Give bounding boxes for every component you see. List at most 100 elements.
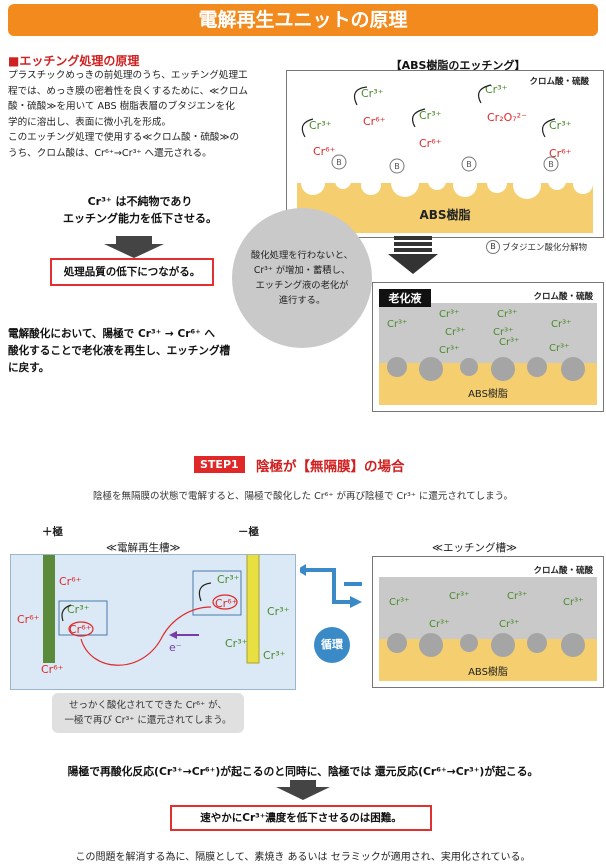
aging-line: エッチング液の老化が xyxy=(255,280,349,291)
cathode-label: －極 xyxy=(238,526,259,538)
b-marker: B xyxy=(336,158,342,167)
step-description: 陰極を無隔膜の状態で電解すると、陽極で酸化した Cr⁶⁺ が再び陰極で Cr³⁺… xyxy=(92,491,514,502)
cr3-ion: Cr³⁺ xyxy=(499,337,519,348)
cr3-ion: Cr³⁺ xyxy=(361,87,384,100)
cr3-ion: Cr³⁺ xyxy=(225,637,248,650)
resin-label: ABS樹脂 xyxy=(468,665,508,678)
electrolysis-cell: Cr⁶⁺ Cr³⁺ Cr⁶⁺ Cr⁶⁺ Cr⁶⁺ Cr³⁺ Cr⁶⁺ Cr³⁺ … xyxy=(10,538,296,690)
b-marker-icon: B xyxy=(486,240,500,254)
aged-liquid-illustration: 老化液 クロム酸・硫酸 ABS樹脂 Cr³⁺ Cr³⁺ Cr³⁺ Cr³⁺ Cr… xyxy=(379,289,597,405)
dichromate-ion: Cr₂O₇²⁻ xyxy=(487,111,527,124)
cr3-ion: Cr³⁺ xyxy=(67,603,90,616)
regeneration-line: 電解酸化において、陽極で Cr³⁺ → Cr⁶⁺ へ xyxy=(8,328,215,340)
cr3-ion: Cr³⁺ xyxy=(485,83,508,96)
legend: B ブタジエン酸化分解物 xyxy=(486,240,587,254)
cr6-ion: Cr⁶⁺ xyxy=(41,663,64,676)
etch-tank-label: ≪エッチング槽≫ xyxy=(432,542,517,554)
b-marker: B xyxy=(548,160,554,169)
cr3-ion: Cr³⁺ xyxy=(549,119,572,132)
abs-etching-panel: ABS樹脂 クロム酸・硫酸 Cr³⁺ Cr⁶⁺ Cr³⁺ Cr⁶⁺ Cr³⁺ C… xyxy=(286,70,604,238)
aging-line: 酸化処理を行わないと、 xyxy=(251,250,353,261)
intro-line: 酸・硫酸≫を用いて ABS 樹脂表層のブタジエンを化 xyxy=(8,101,235,112)
intro-line: 程では、めっき膜の密着性を良くするために、≪クロム xyxy=(8,85,249,97)
cr3-ion: Cr³⁺ xyxy=(549,343,569,354)
cr6-ion: Cr⁶⁺ xyxy=(419,137,442,150)
liquid-label: クロム酸・硫酸 xyxy=(533,291,593,302)
circulation-arrows-icon xyxy=(300,564,362,608)
cr3-ion: Cr³⁺ xyxy=(497,309,517,320)
intro-paragraph: プラスチックめっきの前処理のうち、エッチング処理工 程では、めっき膜の密着性を良… xyxy=(8,68,278,161)
regeneration-statement: 電解酸化において、陽極で Cr³⁺ → Cr⁶⁺ へ 酸化することで老化液を再生… xyxy=(8,326,253,377)
step-title: 陰極が【無隔膜】の場合 xyxy=(256,459,405,475)
cr3-ion: Cr³⁺ xyxy=(263,649,286,662)
impurity-line: Cr³⁺ は不純物であり xyxy=(87,195,193,208)
final-note: この問題を解消する為に、隔膜として、素焼き あるいは セラミックが適用され、実用… xyxy=(75,852,531,863)
cr3-ion: Cr³⁺ xyxy=(419,109,442,122)
simultaneous-reaction-statement: 陽極で再酸化反応(Cr³⁺→Cr⁶⁺)が起こるのと同時に、陰極では 還元反応(C… xyxy=(67,765,539,778)
cathode-electrode xyxy=(246,538,260,664)
reduction-note: せっかく酸化されてできた Cr⁶⁺ が、 一極で再び Cr³⁺ に還元されてしま… xyxy=(52,693,244,733)
etching-panel-title: 【ABS樹脂のエッチング】 xyxy=(390,59,526,72)
cell-label: ≪電解再生槽≫ xyxy=(106,542,181,554)
cr3-ion: Cr³⁺ xyxy=(499,619,519,630)
step-badge: STEP1 xyxy=(194,456,245,473)
cr3-ion: Cr³⁺ xyxy=(445,327,465,338)
quality-warning-box: 処理品質の低下につながる。 xyxy=(50,258,214,286)
aging-bubble: 酸化処理を行わないと、 Cr³⁺ が増加・蓄積し、 エッチング液の老化が 進行す… xyxy=(232,208,372,348)
aged-liquid-tag: 老化液 xyxy=(388,291,423,305)
down-arrow-icon xyxy=(104,236,164,258)
section-title: ■エッチング処理の原理 xyxy=(8,54,140,68)
legend-label: ブタジエン酸化分解物 xyxy=(502,243,588,253)
resin-label: ABS樹脂 xyxy=(468,387,508,400)
cr3-ion: Cr³⁺ xyxy=(387,319,407,330)
regeneration-line: 酸化することで老化液を再生し、エッチング槽 xyxy=(8,345,231,357)
cr3-ion: Cr³⁺ xyxy=(267,605,290,618)
b-marker: B xyxy=(466,160,472,169)
intro-line: うち、クロム酸は、Cr⁶⁺→Cr³⁺ へ還元される。 xyxy=(8,147,212,159)
anode-label: ＋極 xyxy=(42,526,63,538)
cr6-ion: Cr⁶⁺ xyxy=(69,623,92,636)
cr3-ion: Cr³⁺ xyxy=(217,573,240,586)
cr3-ion: Cr³⁺ xyxy=(389,597,409,608)
impurity-statement: Cr³⁺ は不純物であり エッチング能力を低下させる。 xyxy=(30,193,250,227)
circulation-badge: 循環 xyxy=(314,627,350,663)
cr6-ion: Cr⁶⁺ xyxy=(313,145,336,158)
cr3-ion: Cr³⁺ xyxy=(551,319,571,330)
cr6-ion: Cr⁶⁺ xyxy=(17,613,40,626)
aged-liquid-panel: 老化液 クロム酸・硫酸 ABS樹脂 Cr³⁺ Cr³⁺ Cr³⁺ Cr³⁺ Cr… xyxy=(372,282,604,412)
note-line: せっかく酸化されてできた Cr⁶⁺ が、 xyxy=(69,700,227,711)
cr3-ion: Cr³⁺ xyxy=(439,309,459,320)
liquid-label: クロム酸・硫酸 xyxy=(533,565,593,576)
electron-label: e⁻ xyxy=(169,641,182,654)
abs-etching-illustration: ABS樹脂 クロム酸・硫酸 Cr³⁺ Cr⁶⁺ Cr³⁺ Cr⁶⁺ Cr³⁺ C… xyxy=(297,76,593,233)
page-banner: 電解再生ユニットの原理 xyxy=(8,4,598,36)
down-arrow-icon xyxy=(388,236,438,274)
cr6-ion: Cr⁶⁺ xyxy=(59,575,82,588)
cr3-ion: Cr³⁺ xyxy=(309,119,332,132)
anode-electrode xyxy=(43,539,55,663)
electrolysis-illustration: Cr⁶⁺ Cr³⁺ Cr⁶⁺ Cr⁶⁺ Cr⁶⁺ Cr³⁺ Cr⁶⁺ Cr³⁺ … xyxy=(17,538,290,676)
cr3-ion: Cr³⁺ xyxy=(449,591,469,602)
etching-tank-illustration: クロム酸・硫酸 ABS樹脂 Cr³⁺ Cr³⁺ Cr³⁺ Cr³⁺ Cr³⁺ C… xyxy=(379,565,597,681)
liquid-label: クロム酸・硫酸 xyxy=(529,76,589,87)
etching-tank-panel: クロム酸・硫酸 ABS樹脂 Cr³⁺ Cr³⁺ Cr³⁺ Cr³⁺ Cr³⁺ C… xyxy=(372,556,604,688)
intro-line: 学的に溶出し、表面に微小孔を形成。 xyxy=(8,116,172,128)
intro-line: プラスチックめっきの前処理のうち、エッチング処理工 xyxy=(8,70,248,81)
cr6-ion: Cr⁶⁺ xyxy=(363,115,386,128)
cr3-ion: Cr³⁺ xyxy=(429,619,449,630)
cr3-ion: Cr³⁺ xyxy=(439,345,459,356)
down-arrow-icon xyxy=(276,780,330,800)
resin-label: ABS樹脂 xyxy=(419,207,470,222)
cr3-ion: Cr³⁺ xyxy=(563,597,583,608)
intro-line: このエッチング処理で使用する≪クロム酸・硫酸≫の xyxy=(8,132,240,143)
cr3-ion: Cr³⁺ xyxy=(493,327,513,338)
difficulty-box: 速やかにCr³⁺濃度を低下させるのは困難。 xyxy=(170,805,432,831)
cr6-ion: Cr⁶⁺ xyxy=(549,147,572,160)
cr6-ion: Cr⁶⁺ xyxy=(215,597,238,610)
cr3-ion: Cr³⁺ xyxy=(507,591,527,602)
impurity-line: エッチング能力を低下させる。 xyxy=(63,212,217,225)
aging-line: 進行する。 xyxy=(278,295,326,306)
regeneration-line: に戻す。 xyxy=(8,362,50,374)
b-marker: B xyxy=(394,162,400,171)
note-line: 一極で再び Cr³⁺ に還元されてしまう。 xyxy=(64,715,232,726)
